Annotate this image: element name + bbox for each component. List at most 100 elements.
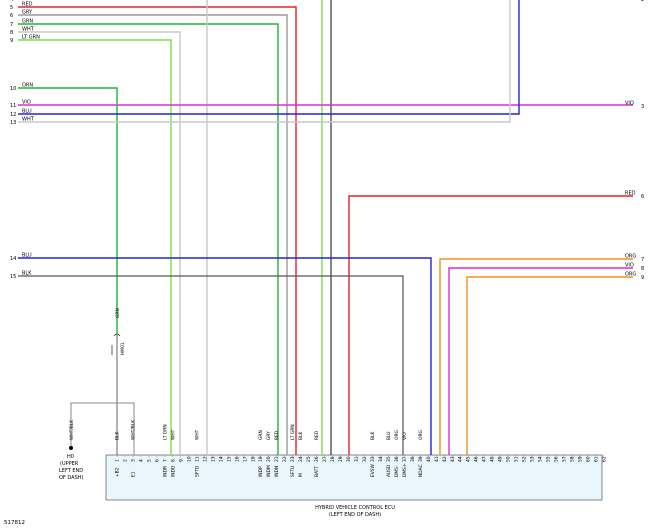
left-pin-color: BLU: [22, 253, 32, 259]
right-pin-number: 3: [641, 104, 644, 110]
ecu-pin-number: 59: [577, 456, 583, 462]
right-pin-number: 2: [641, 0, 644, 3]
ecu-pin-number: 8: [170, 459, 176, 462]
ecu-pin-number: 47: [482, 456, 488, 462]
ground-loc-1: (UPPER: [60, 461, 79, 467]
ecu-pin-wire-color: LT GRN: [162, 424, 168, 440]
ecu-pin-wire-color: BLK: [115, 432, 121, 440]
ecu-pin-number: 46: [474, 456, 480, 462]
right-pin-number: 8: [641, 266, 644, 272]
ecu-pin-number: 58: [569, 456, 575, 462]
ecu-pin-wire-color: GRY: [266, 431, 272, 440]
ecu-pin-number: 53: [530, 456, 536, 462]
ecu-pin-number: 31: [354, 456, 360, 462]
ecu-pin-wire-color: WHT: [170, 429, 176, 440]
wire-wht-indd: [18, 31, 181, 455]
ecu-pin-signal: INDP: [258, 466, 264, 477]
ecu-pin-number: 45: [466, 456, 472, 462]
ecu-pin-number: 4: [139, 459, 145, 462]
ecu-pin-wire-color: RED: [274, 430, 280, 440]
left-pin-color: GRY: [22, 10, 33, 16]
ecu-pin-number: 20: [266, 456, 272, 462]
ecu-pin-signal: DMS-: [394, 465, 400, 477]
shield-wire-color: GRN: [115, 308, 121, 318]
wire-org-ndac: [466, 276, 633, 455]
left-pin-color: VIO: [22, 100, 31, 106]
wire-orn-shield: [18, 87, 118, 333]
ecu-pin-wire-color: BLK: [370, 432, 376, 440]
right-pin-color: RED: [625, 191, 636, 197]
left-pin-number: 15: [10, 274, 16, 280]
ecu-pin-wire-color: LT GRN: [290, 424, 296, 440]
ecu-pin-number: 21: [274, 456, 280, 462]
left-pin-color: BLU: [22, 109, 32, 115]
ecu-pin-signal: EVSW: [370, 463, 376, 477]
ecu-pin-signal: M: [298, 473, 304, 477]
left-pin-number: 7: [10, 22, 13, 28]
ecu-location: (LEFT END OF DASH): [329, 512, 381, 518]
ecu-pin-wire-color: WHT/BLK: [131, 420, 137, 440]
ecu-pin-number: 2: [123, 459, 129, 462]
right-pin-color: VIO: [625, 101, 634, 107]
ecu-pin-number: 38: [410, 456, 416, 462]
ecu-title: HYBRID VEHICLE CONTROL ECU: [315, 505, 395, 511]
ecu-pin-number: 12: [202, 456, 208, 462]
right-pin-number: 9: [641, 275, 644, 281]
right-pin-color: VIO: [625, 263, 634, 269]
left-pin-number: 14: [10, 256, 16, 262]
ecu-pin-signal: INDR: [162, 466, 168, 477]
ecu-pin-number: 41: [434, 456, 440, 462]
ecu-pin-number: 42: [442, 456, 448, 462]
ecu-pin-number: 3: [131, 459, 137, 462]
ecu-pin-wire-color: WHT: [194, 429, 200, 440]
left-pin-number: 10: [10, 86, 16, 92]
ecu-pin-number: 49: [498, 456, 504, 462]
ecu-pin-number: 61: [593, 456, 599, 462]
wire-grn-indp: [18, 23, 279, 455]
ground-loc-2: LEFT END: [59, 468, 83, 474]
ecu-pin-number: 24: [298, 456, 304, 462]
ecu-pin-number: 37: [402, 456, 408, 462]
ecu-pin-number: 7: [162, 459, 168, 462]
left-pin-number: 13: [10, 120, 16, 126]
ecu-pin-number: 5: [147, 459, 153, 462]
ecu-pin-number: 62: [601, 456, 607, 462]
wire-wht-blk-ground: [70, 402, 135, 455]
ecu-pin-signal: DMS+: [402, 463, 408, 477]
ecu-pin-number: 19: [258, 456, 264, 462]
wire-blu-ausd: [18, 257, 432, 455]
ecu-pin-number: 40: [426, 456, 432, 462]
wire-blu-12: [18, 0, 520, 115]
ecu-pin-number: 55: [546, 456, 552, 462]
ecu-pin-signal: SFTU: [290, 466, 296, 477]
left-pin-number: 4: [10, 0, 13, 3]
ecu-pin-signal: AUSD: [386, 464, 392, 477]
ecu-pin-signal: INDD: [170, 465, 176, 477]
ecu-pin-number: 25: [306, 456, 312, 462]
ecu-pin-number: 16: [234, 456, 240, 462]
ecu-pin-signal: +B2: [115, 467, 121, 477]
ecu-pin-wire-color: GRN: [258, 430, 264, 440]
ecu-pin-signal: SFTD: [194, 465, 200, 477]
ecu-pin-number: 43: [450, 456, 456, 462]
ecu-pin-number: 54: [538, 456, 544, 462]
ecu-pin-number: 56: [554, 456, 560, 462]
wire-red-indn: [18, 6, 297, 455]
ecu-pin-number: 26: [314, 456, 320, 462]
ground-loc-3: OF DASH): [59, 475, 84, 481]
left-pin-color: GRN: [22, 19, 33, 25]
ecu-pin-number: 36: [394, 456, 400, 462]
ecu-pin-wire-color: BLK: [298, 432, 304, 440]
ecu-pin-number: 13: [210, 456, 216, 462]
ecu-pin-number: 52: [522, 456, 528, 462]
ecu-pin-number: 17: [242, 456, 248, 462]
left-pin-number: 9: [10, 38, 13, 44]
ecu-pin-number: 50: [506, 456, 512, 462]
ecu-pin-number: 1: [115, 459, 121, 462]
wire-wht-13: [18, 0, 511, 123]
wire-blk-evsw: [18, 275, 404, 455]
ecu-pin-signal: INDM: [266, 465, 272, 477]
